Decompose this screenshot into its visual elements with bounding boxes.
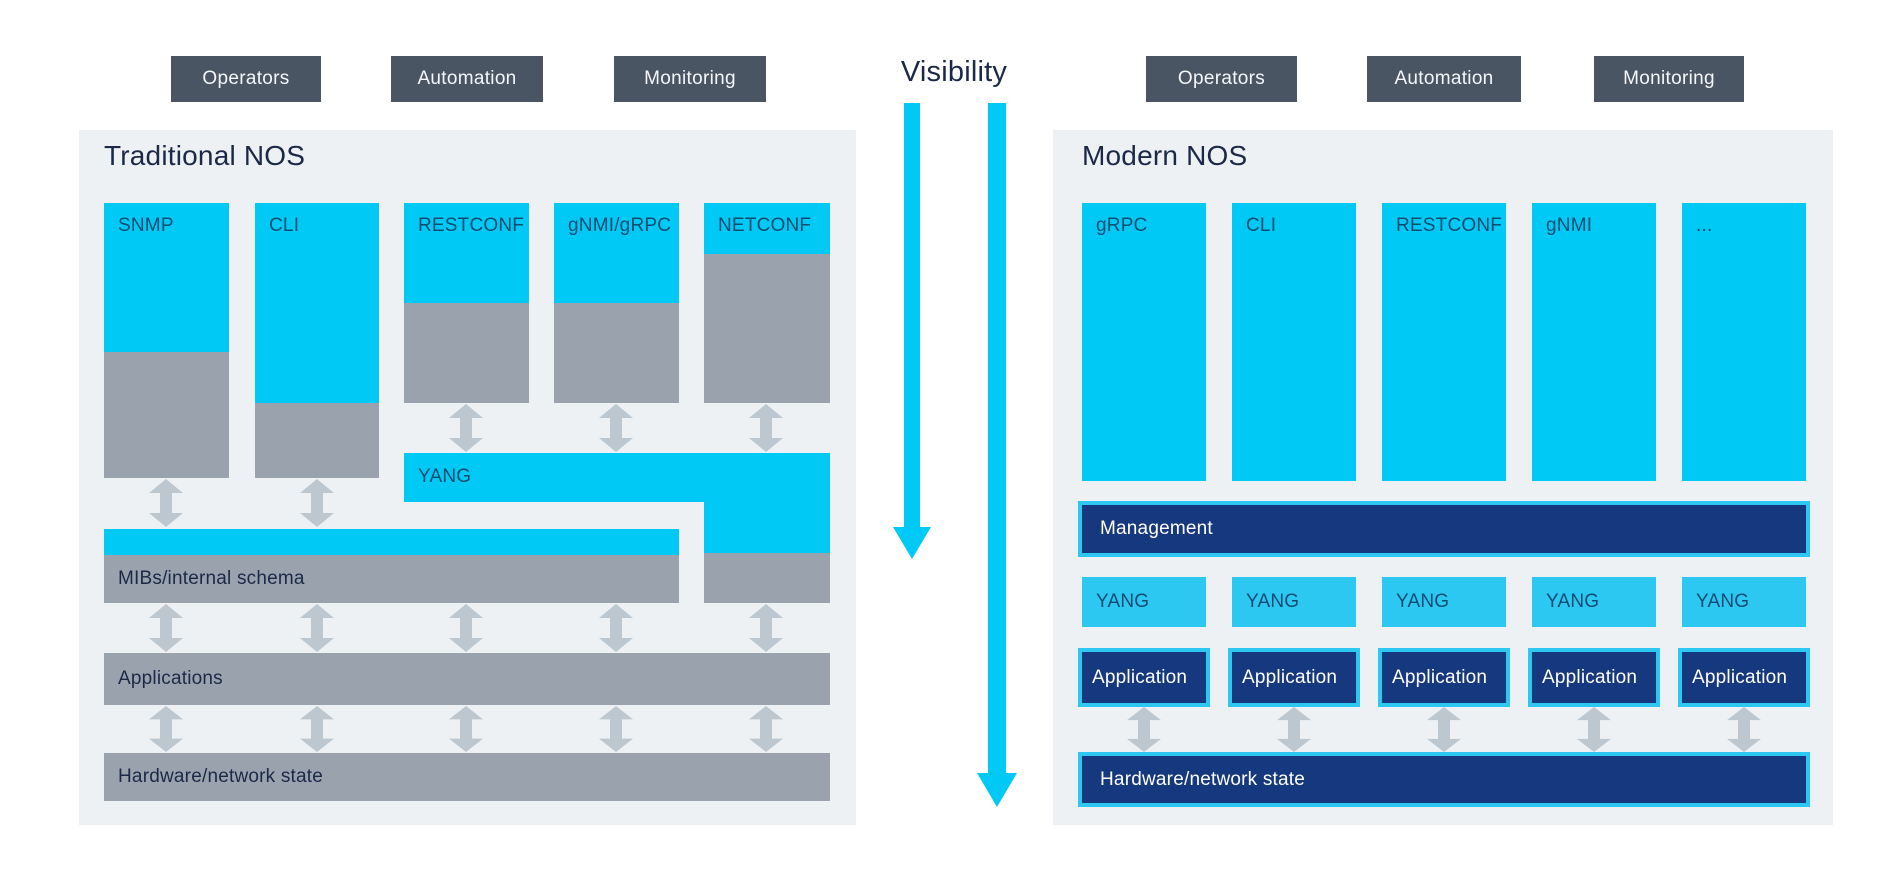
protocol-column-restconf-modern: RESTCONF [1382,203,1506,481]
column-label: NETCONF [718,215,812,236]
protocol-column-gnmi-modern: gNMI [1532,203,1656,481]
applications-bar-label: Applications [118,668,223,689]
double-arrow-icon [1577,707,1611,752]
column-label: CLI [269,215,300,236]
protocol-column-cli-modern: CLI [1232,203,1356,481]
protocol-column-netconf-internal [704,254,830,403]
double-arrow-icon [599,404,633,452]
actor-box-monitoring-left: Monitoring [614,56,766,102]
column-label: gRPC [1096,215,1148,236]
visibility-arrow-long-icon [977,103,1017,807]
column-label: gNMI/gRPC [568,215,672,236]
yang-box-label: YANG [1546,591,1600,612]
column-label: CLI [1246,215,1277,236]
double-arrow-icon [300,479,334,527]
hardware-bar-traditional [104,753,830,801]
double-arrow-icon [1727,707,1761,752]
actor-label: Automation [1394,68,1494,89]
double-arrow-icon [449,404,483,452]
actor-label: Monitoring [644,68,736,89]
protocol-column-snmp: SNMP [104,203,229,352]
visibility-label: Visibility [900,56,1008,88]
protocol-column-cli-internal [255,403,379,478]
protocol-column-restconf-internal [404,303,529,403]
application-box: Application [1228,648,1360,707]
actor-label: Operators [1177,68,1266,89]
yang-box: YANG [1082,577,1206,627]
yang-box-label: YANG [1096,591,1150,612]
double-arrow-icon [1277,707,1311,752]
double-arrow-icon [749,404,783,452]
yang-box-label: YANG [1396,591,1450,612]
actor-label: Automation [417,68,517,89]
yang-bar-extension [704,500,830,553]
protocol-column-grpc: gRPC [1082,203,1206,481]
protocol-column-gnmi-grpc-internal [554,303,679,403]
yang-box-label: YANG [1696,591,1750,612]
application-box-label: Application [1392,666,1488,688]
double-arrow-icon [300,604,334,652]
visibility-arrow-short-icon [893,103,931,559]
double-arrow-icon [599,604,633,652]
double-arrow-icon [749,604,783,652]
application-box-label: Application [1092,666,1188,688]
double-arrow-icon [1427,707,1461,752]
protocol-column-cli: CLI [255,203,379,403]
column-label: RESTCONF [418,215,525,236]
application-box: Application [1528,648,1660,707]
yang-box: YANG [1382,577,1506,627]
protocol-column-restconf: RESTCONF [404,203,529,303]
netconf-internal-below-yang [704,553,830,603]
column-label: SNMP [118,215,174,236]
modern-nos-title: Modern NOS [1082,140,1248,171]
mibs-bar [104,555,679,603]
traditional-nos-title: Traditional NOS [104,140,306,171]
protocol-column-netconf: NETCONF [704,203,830,254]
double-arrow-icon [1127,707,1161,752]
double-arrow-icon [300,706,334,752]
yang-bar-label: YANG [418,466,472,487]
actor-box-operators-left: Operators [171,56,321,102]
actor-label: Monitoring [1623,68,1715,89]
application-box-label: Application [1692,666,1788,688]
yang-box-label: YANG [1246,591,1300,612]
protocol-column-snmp-internal [104,352,229,478]
management-bar-label: Management [1100,518,1213,539]
hardware-bar-traditional-label: Hardware/network state [118,766,324,787]
applications-bar [104,653,830,705]
column-label: gNMI [1546,215,1593,236]
actor-label: Operators [202,68,290,89]
mibs-bar-yang-strip [104,529,679,555]
management-bar: Management [1078,501,1810,557]
actor-box-operators-right: Operators [1146,56,1297,102]
double-arrow-icon [599,706,633,752]
hardware-bar-modern: Hardware/network state [1078,752,1810,807]
double-arrow-icon [149,479,183,527]
yang-bar [404,453,830,502]
column-label: RESTCONF [1396,215,1503,236]
double-arrow-icon [149,706,183,752]
yang-box: YANG [1532,577,1656,627]
actor-box-monitoring-right: Monitoring [1594,56,1744,102]
application-box: Application [1378,648,1510,707]
application-box: Application [1678,648,1810,707]
hardware-bar-modern-label: Hardware/network state [1100,768,1306,790]
double-arrow-icon [149,604,183,652]
yang-box: YANG [1232,577,1356,627]
double-arrow-icon [449,604,483,652]
application-box-label: Application [1542,666,1638,688]
double-arrow-icon [749,706,783,752]
protocol-column-other: ... [1682,203,1806,481]
application-box-label: Application [1242,666,1338,688]
yang-box: YANG [1682,577,1806,627]
application-box: Application [1078,648,1210,707]
actor-box-automation-left: Automation [391,56,543,102]
column-label: ... [1696,215,1713,236]
protocol-column-gnmi-grpc: gNMI/gRPC [554,203,679,303]
actor-box-automation-right: Automation [1367,56,1521,102]
double-arrow-icon [449,706,483,752]
mibs-bar-label: MIBs/internal schema [118,568,305,589]
